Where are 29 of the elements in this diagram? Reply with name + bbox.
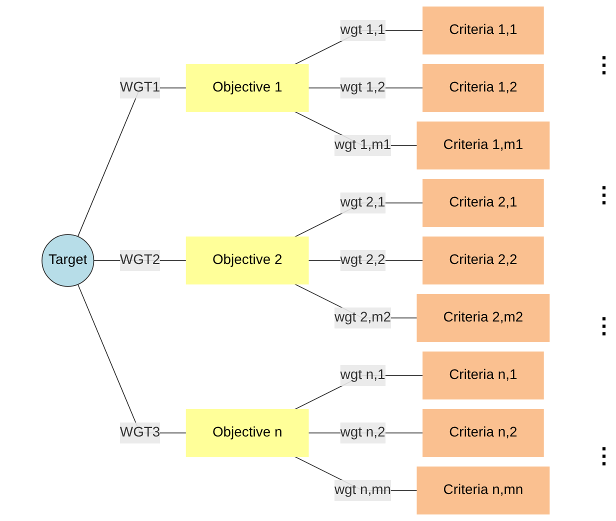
node-box: Criteria 1,m1: [417, 122, 550, 170]
edge-label: wgt 2,m2: [334, 310, 392, 325]
edge-label: wgt 1,m1: [334, 138, 392, 152]
edge-label: wgt 1,1: [340, 22, 386, 38]
node-box: Objective n: [186, 409, 310, 457]
node-box: Criteria 2,1: [422, 179, 544, 227]
edge-label: WGT3: [120, 425, 161, 440]
node-box: Criteria n,1: [422, 352, 544, 400]
ellipsis-mark: ⋮: [593, 442, 615, 469]
edge-label: wgt n,mn: [334, 482, 392, 498]
ellipsis-mark: ⋮: [593, 312, 615, 339]
node-box: Objective 2: [186, 236, 310, 284]
edge-label: WGT2: [120, 252, 161, 268]
node-box: Criteria 2,m2: [417, 294, 550, 342]
node-box: Criteria n,2: [422, 409, 544, 457]
node-box: Criteria 1,2: [422, 64, 544, 112]
node-box: Objective 1: [186, 64, 310, 112]
ellipsis-mark: ⋮: [593, 182, 615, 208]
node-circle: Target: [42, 234, 95, 287]
node-box: Criteria 2,2: [422, 236, 544, 284]
edge-label: wgt 1,2: [340, 80, 386, 95]
node-box: Criteria 1,1: [422, 6, 544, 54]
ellipsis-mark: ⋮: [593, 52, 615, 78]
node-box: Criteria n,mn: [417, 466, 550, 514]
edge-label: wgt 2,2: [340, 252, 386, 268]
edge-label: WGT1: [120, 80, 161, 95]
edge-label: wgt n,1: [340, 368, 386, 382]
edge-label: wgt n,2: [340, 425, 386, 440]
edge-label: wgt 2,1: [340, 195, 386, 210]
